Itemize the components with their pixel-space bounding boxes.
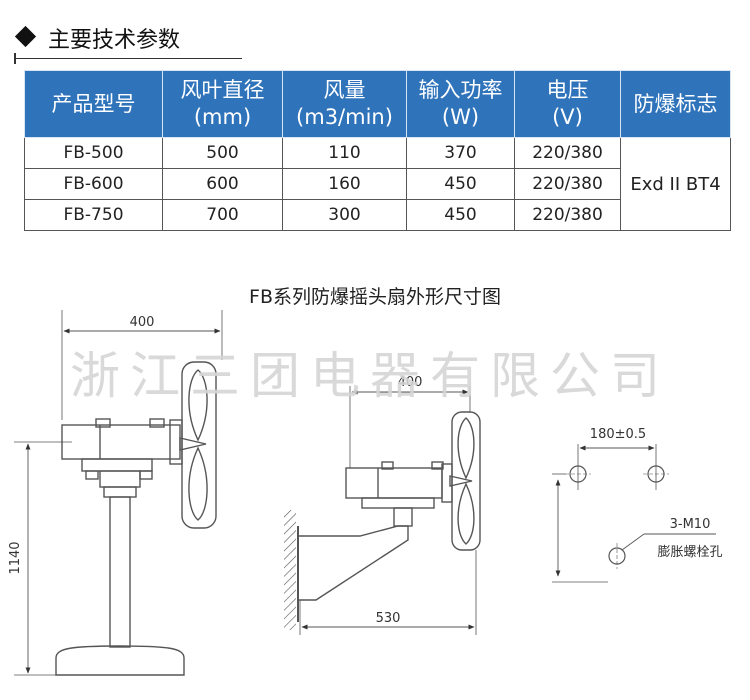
housing-clip [149, 418, 165, 428]
header-model: 产品型号 [24, 70, 163, 138]
stand-fan-figure [14, 310, 223, 676]
motor-housing [61, 424, 181, 460]
bracket-foot [85, 470, 99, 480]
cell-input-power: 370 [406, 137, 515, 169]
fan-blade-lower [457, 482, 475, 545]
cell-input-power: 450 [406, 168, 515, 200]
fan-blade-upper [457, 417, 475, 480]
wall-motor-housing [345, 467, 443, 499]
header-air-volume: 风量(m3/min) [282, 70, 407, 138]
header-underline-tick [14, 53, 16, 64]
diamond-bullet-icon [14, 25, 37, 48]
fan-hub [449, 475, 473, 487]
fan-hub [179, 437, 207, 451]
cell-voltage: 220/380 [514, 137, 621, 169]
housing-clip [431, 461, 444, 470]
wall-fan-guard [451, 411, 481, 551]
header-input-power: 输入功率(W) [406, 70, 515, 138]
spec-table: 产品型号 风叶直径(mm) 风量(m3/min) 输入功率(W) 电压(V) 防… [24, 70, 731, 231]
header-blade-diameter: 风叶直径(mm) [162, 70, 283, 138]
drawing-title: FB系列防爆摇头扇外形尺寸图 [249, 286, 501, 308]
section-title: 主要技术参数 [48, 28, 181, 53]
cell-blade-diameter: 600 [162, 168, 283, 200]
spec-table-header-row: 产品型号 风叶直径(mm) 风量(m3/min) 输入功率(W) 电压(V) 防… [24, 70, 731, 138]
dimension-drawing: 400 1140 400 530 [8, 310, 723, 676]
dim-stand-width: 400 [130, 315, 155, 330]
mounting-hole-layout [552, 444, 716, 583]
cell-air-volume: 300 [282, 199, 407, 231]
bolt-desc-label: 膨胀螺栓孔 [657, 545, 722, 560]
table-row: FB-600 600 160 450 220/380 [24, 168, 731, 200]
cell-voltage: 220/380 [514, 199, 621, 231]
pole-collar [103, 486, 137, 498]
bolt-spec-label: 3-M10 [670, 517, 711, 532]
cell-model: FB-500 [24, 137, 163, 169]
dim-stand-height: 1140 [8, 541, 23, 574]
swivel-head [393, 507, 413, 527]
header-voltage: 电压(V) [514, 70, 621, 138]
cell-voltage: 220/380 [514, 168, 621, 200]
swivel-head [99, 470, 141, 488]
dim-wall-width: 400 [398, 375, 423, 390]
cell-input-power: 450 [406, 199, 515, 231]
cell-explosion-mark: Exd II BT4 [620, 137, 731, 231]
housing-clip [95, 418, 111, 428]
wall-bracket-arm [298, 525, 409, 601]
table-row: FB-500 500 110 370 220/380 Exd II BT4 [24, 137, 731, 231]
dim-wall-depth: 530 [376, 611, 401, 626]
cell-blade-diameter: 500 [162, 137, 283, 169]
housing-clip [381, 461, 394, 470]
table-row: FB-750 700 300 450 220/380 [24, 199, 731, 231]
stand-pole [109, 496, 131, 648]
motor-bracket [81, 458, 153, 472]
dim-hole-spacing: 180±0.5 [590, 427, 646, 442]
fan-guard [181, 361, 217, 529]
fan-blade-lower [188, 446, 208, 521]
section-header: 主要技术参数 [14, 6, 244, 66]
cell-model: FB-600 [24, 168, 163, 200]
cell-model: FB-750 [24, 199, 163, 231]
header-underline [14, 58, 242, 59]
cell-blade-diameter: 700 [162, 199, 283, 231]
leader-line [621, 533, 645, 551]
wall-fan-figure [284, 386, 481, 635]
motor-bracket [361, 497, 435, 509]
bracket-foot [139, 470, 153, 480]
cell-air-volume: 110 [282, 137, 407, 169]
header-explosion-mark: 防爆标志 [620, 70, 731, 138]
wall-hatching [284, 510, 296, 630]
cell-air-volume: 160 [282, 168, 407, 200]
stand-base [55, 645, 185, 676]
fan-blade-upper [188, 369, 208, 442]
